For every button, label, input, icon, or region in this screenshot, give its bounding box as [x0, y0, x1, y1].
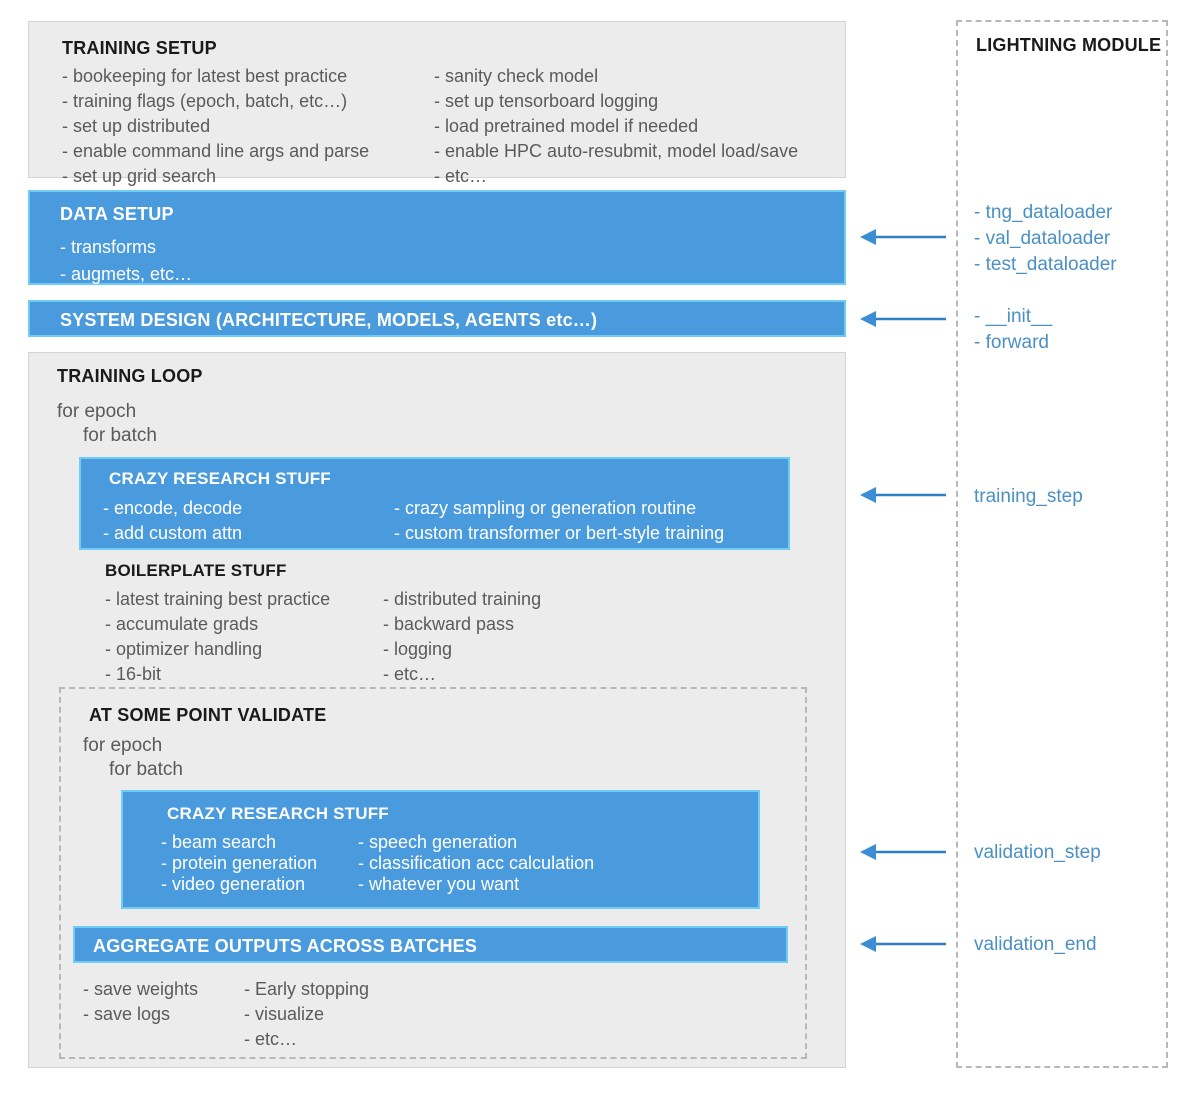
- list-item: - augmets, etc…: [60, 264, 193, 284]
- list-item: - latest training best practice: [105, 589, 331, 609]
- training-loop-title: TRAINING LOOP: [57, 366, 203, 386]
- list-item: - enable command line args and parse: [62, 141, 370, 161]
- list-item: - etc…: [434, 166, 488, 186]
- validate-title: AT SOME POINT VALIDATE: [89, 705, 327, 725]
- list-item: - whatever you want: [358, 874, 520, 894]
- validation-crazy-research-left-list: - beam search - protein generation - vid…: [161, 832, 317, 895]
- training-loop-for-epoch: for epoch: [57, 401, 137, 422]
- validation-crazy-research-title: CRAZY RESEARCH STUFF: [167, 804, 389, 823]
- list-item: - speech generation: [358, 832, 518, 852]
- list-item: - etc…: [383, 664, 437, 684]
- list-item: - save weights: [83, 979, 199, 999]
- list-item: - load pretrained model if needed: [434, 116, 699, 136]
- lightning-item: - tng_dataloader: [974, 202, 1113, 223]
- lightning-init-forward-group: - __init__ - forward: [974, 304, 1052, 356]
- list-item: - crazy sampling or generation routine: [394, 498, 697, 518]
- system-design-box: SYSTEM DESIGN (ARCHITECTURE, MODELS, AGE…: [28, 300, 846, 337]
- list-item: - video generation: [161, 874, 306, 894]
- list-item: - optimizer handling: [105, 639, 263, 659]
- arrow-validation-end: [860, 933, 946, 955]
- list-item: - logging: [383, 639, 453, 659]
- system-design-title: SYSTEM DESIGN (ARCHITECTURE, MODELS, AGE…: [60, 310, 598, 330]
- aggregate-right-list: - Early stopping - visualize - etc…: [244, 977, 369, 1052]
- validation-crazy-research-box: CRAZY RESEARCH STUFF - beam search - pro…: [121, 790, 760, 909]
- list-item: - classification acc calculation: [358, 853, 595, 873]
- list-item: - sanity check model: [434, 66, 599, 86]
- boilerplate-right-list: - distributed training - backward pass -…: [383, 587, 541, 687]
- list-item: - enable HPC auto-resubmit, model load/s…: [434, 141, 799, 161]
- lightning-validation-end-label: validation_end: [974, 934, 1097, 955]
- list-item: - training flags (epoch, batch, etc…): [62, 91, 348, 111]
- boilerplate-title: BOILERPLATE STUFF: [105, 561, 287, 580]
- data-setup-list: - transforms - augmets, etc…: [60, 234, 192, 288]
- list-item: - protein generation: [161, 853, 318, 873]
- arrow-data-setup: [860, 226, 946, 248]
- lightning-item: - val_dataloader: [974, 228, 1111, 249]
- training-setup-right-list: - sanity check model - set up tensorboar…: [434, 64, 798, 189]
- data-setup-box: DATA SETUP - transforms - augmets, etc…: [28, 190, 846, 285]
- list-item: - custom transformer or bert-style train…: [394, 523, 725, 543]
- list-item: - visualize: [244, 1004, 325, 1024]
- list-item: - 16-bit: [105, 664, 162, 684]
- lightning-item: - forward: [974, 332, 1049, 353]
- boilerplate-group: BOILERPLATE STUFF - latest training best…: [105, 561, 541, 684]
- aggregate-left-list: - save weights - save logs: [83, 977, 198, 1027]
- training-loop-for-batch: for batch: [83, 425, 157, 446]
- list-item: - set up grid search: [62, 166, 217, 186]
- validate-box: AT SOME POINT VALIDATE for epoch for bat…: [59, 687, 807, 1059]
- training-crazy-research-title: CRAZY RESEARCH STUFF: [109, 469, 331, 488]
- list-item: - set up tensorboard logging: [434, 91, 659, 111]
- aggregate-outputs-title: AGGREGATE OUTPUTS ACROSS BATCHES: [93, 936, 478, 956]
- lightning-item: - test_dataloader: [974, 254, 1117, 275]
- list-item: - distributed training: [383, 589, 542, 609]
- list-item: - accumulate grads: [105, 614, 259, 634]
- training-loop-box: TRAINING LOOP for epoch for batch CRAZY …: [28, 352, 846, 1068]
- list-item: - bookeeping for latest best practice: [62, 66, 348, 86]
- lightning-training-step-label: training_step: [974, 486, 1083, 507]
- lightning-module-panel: LIGHTNING MODULE: [956, 20, 1168, 1068]
- arrow-validation-step: [860, 841, 946, 863]
- lightning-validation-step-label: validation_step: [974, 842, 1101, 863]
- list-item: - transforms: [60, 237, 157, 257]
- boilerplate-left-list: - latest training best practice - accumu…: [105, 587, 330, 687]
- validate-for-batch: for batch: [109, 759, 183, 780]
- training-setup-left-list: - bookeeping for latest best practice - …: [62, 64, 369, 189]
- aggregate-outputs-box: AGGREGATE OUTPUTS ACROSS BATCHES: [73, 926, 788, 963]
- list-item: - add custom attn: [103, 523, 243, 543]
- lightning-module-title: LIGHTNING MODULE: [976, 35, 1162, 55]
- list-item: - encode, decode: [103, 498, 243, 518]
- list-item: - save logs: [83, 1004, 171, 1024]
- list-item: - etc…: [244, 1029, 298, 1049]
- training-crazy-research-left-list: - encode, decode - add custom attn: [103, 496, 242, 546]
- training-crazy-research-box: CRAZY RESEARCH STUFF - encode, decode - …: [79, 457, 790, 550]
- list-item: - backward pass: [383, 614, 515, 634]
- list-item: - beam search: [161, 832, 277, 852]
- training-setup-box: TRAINING SETUP - bookeeping for latest b…: [28, 21, 846, 186]
- list-item: - set up distributed: [62, 116, 211, 136]
- validate-for-epoch: for epoch: [83, 735, 163, 756]
- training-crazy-research-right-list: - crazy sampling or generation routine -…: [394, 496, 724, 546]
- list-item: - Early stopping: [244, 979, 370, 999]
- arrow-training-step: [860, 484, 946, 506]
- data-setup-title: DATA SETUP: [60, 204, 174, 224]
- arrow-system-design: [860, 308, 946, 330]
- validation-crazy-research-right-list: - speech generation - classification acc…: [358, 832, 594, 895]
- training-setup-title: TRAINING SETUP: [62, 38, 217, 58]
- lightning-dataloaders-group: - tng_dataloader - val_dataloader - test…: [974, 200, 1117, 278]
- lightning-item: - __init__: [974, 306, 1053, 327]
